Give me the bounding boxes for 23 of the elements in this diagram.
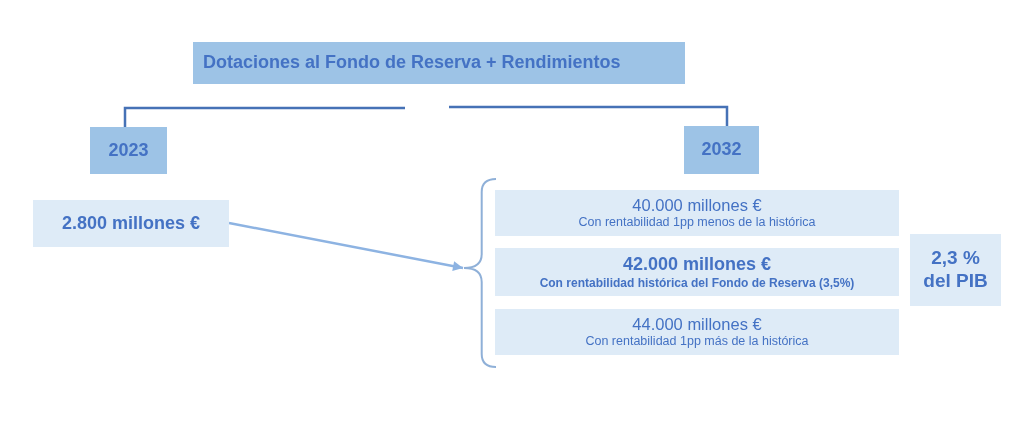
title-text: Dotaciones al Fondo de Reserva + Rendimientos	[203, 52, 621, 74]
scenario-box	[495, 248, 899, 296]
amount-text: 42.000 millones €	[622, 254, 772, 276]
year-label: 2032	[701, 139, 742, 161]
gdp-share-box	[910, 234, 1001, 306]
amount-text: 44.000 millones €	[632, 314, 762, 335]
scenario-note: Con rentabilidad 1pp más de la histórica	[585, 334, 809, 350]
year-box	[90, 127, 167, 174]
scenario-box	[495, 190, 899, 236]
year-box	[684, 126, 759, 174]
scenario-box	[495, 309, 899, 355]
gdp-share-text: 2,3 % del PIB	[922, 247, 989, 293]
connector-line	[449, 105, 729, 126]
arrow	[228, 221, 464, 271]
connector-line	[123, 106, 405, 127]
curly-brace	[463, 178, 497, 368]
year-label: 2023	[108, 139, 149, 162]
amount-text: 40.000 millones €	[632, 195, 762, 216]
scenario-note: Con rentabilidad 1pp menos de la histórica	[578, 215, 816, 231]
amount-text: 2.800 millones €	[61, 212, 201, 235]
scenario-note: Con rentabilidad histórica del Fondo de Reserva (3,5%)	[539, 275, 855, 290]
title-banner	[193, 42, 685, 84]
amount-box	[33, 200, 229, 247]
